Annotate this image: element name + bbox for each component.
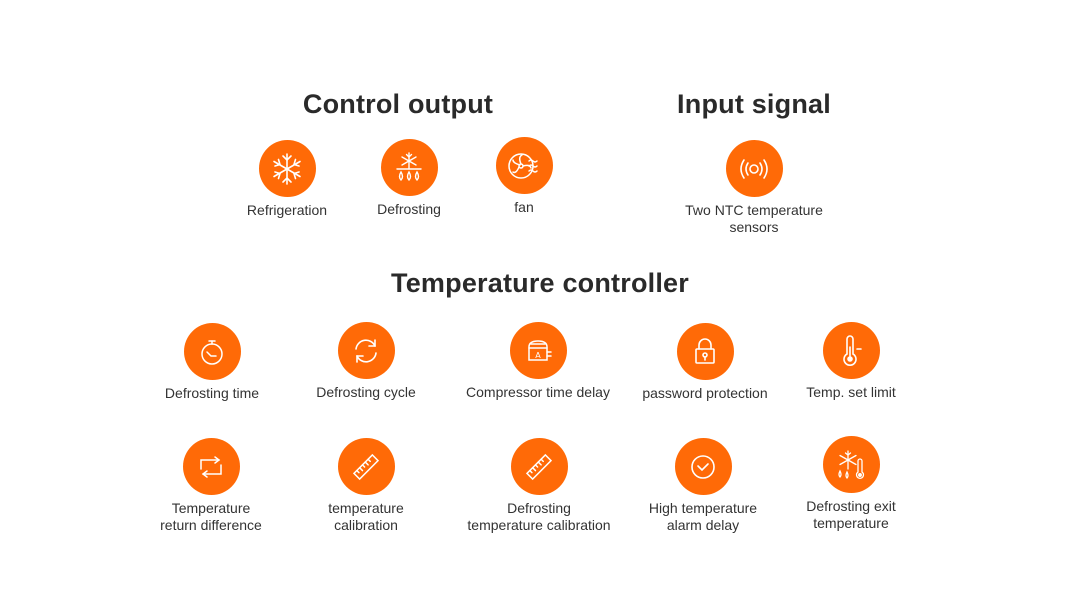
feature-fan: fan	[434, 137, 614, 216]
fan-icon	[495, 137, 553, 194]
feature-return-difference: Temperature return difference	[121, 438, 301, 534]
feature-label: High temperature alarm delay	[648, 500, 758, 533]
sensor-signal-icon	[725, 140, 783, 197]
lock-icon	[676, 323, 734, 380]
feature-high-temp-alarm-delay: High temperature alarm delay	[613, 438, 793, 534]
feature-label: fan	[514, 199, 534, 215]
feature-refrigeration: Refrigeration	[197, 140, 377, 219]
return-arrows-icon	[182, 438, 240, 495]
snowflake-icon	[258, 140, 316, 197]
ruler-icon	[337, 438, 395, 495]
feature-label: Refrigeration	[246, 202, 328, 218]
feature-label: Two NTC temperature sensors	[685, 202, 823, 235]
feature-defrosting: Defrosting	[319, 139, 499, 218]
feature-label: Defrosting	[377, 201, 441, 217]
svg-text:A: A	[535, 351, 541, 360]
feature-compressor-delay: A Compressor time delay	[448, 322, 628, 401]
feature-label: Temp. set limit	[806, 384, 896, 400]
feature-defrosting-time: Defrosting time	[122, 323, 302, 402]
thermometer-icon	[822, 322, 880, 379]
temperature-controller-heading: Temperature controller	[391, 268, 689, 298]
clock-icon	[674, 438, 732, 495]
feature-label: Defrosting cycle	[316, 384, 416, 400]
feature-label: password protection	[642, 385, 768, 401]
feature-defrosting-exit-temperature: Defrosting exit temperature	[761, 436, 941, 532]
compressor-icon: A	[509, 322, 567, 379]
feature-label: Defrosting exit temperature	[806, 498, 896, 531]
cycle-icon	[337, 322, 395, 379]
feature-label: temperature calibration	[328, 500, 404, 533]
feature-defrosting-temperature-calibration: Defrosting temperature calibration	[449, 438, 629, 534]
feature-label: Defrosting temperature calibration	[467, 500, 611, 533]
feature-label: Compressor time delay	[466, 384, 610, 400]
defrost-thermometer-icon	[822, 436, 880, 493]
feature-ntc-sensors: Two NTC temperature sensors	[664, 140, 844, 236]
ruler-icon	[510, 438, 568, 495]
feature-password-protection: password protection	[615, 323, 795, 402]
input-signal-heading: Input signal	[677, 89, 831, 119]
feature-defrosting-cycle: Defrosting cycle	[276, 322, 456, 401]
feature-temperature-calibration: temperature calibration	[276, 438, 456, 534]
feature-label: Temperature return difference	[160, 500, 262, 533]
control-output-heading: Control output	[302, 89, 494, 119]
feature-label: Defrosting time	[164, 385, 260, 401]
stopwatch-icon	[183, 323, 241, 380]
feature-temp-set-limit: Temp. set limit	[761, 322, 941, 401]
defrost-icon	[380, 139, 438, 196]
